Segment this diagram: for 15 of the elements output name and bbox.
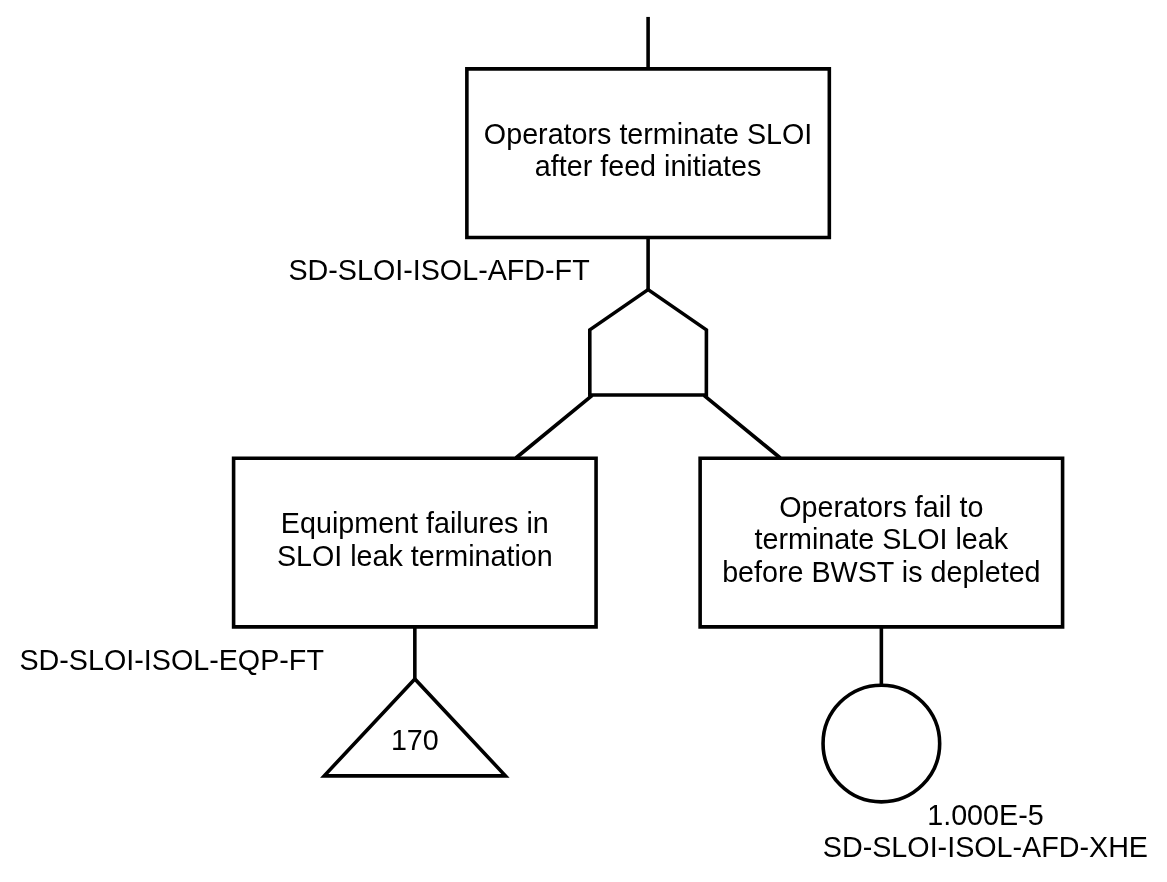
node-label: SD-SLOI-ISOL-EQP-FT	[19, 643, 324, 676]
node-circle	[821, 683, 942, 804]
connector	[879, 626, 884, 685]
connector	[413, 626, 417, 679]
connector	[702, 394, 782, 460]
node-gate	[588, 287, 709, 397]
connector	[646, 16, 650, 69]
connector	[646, 237, 650, 290]
node-label: SD-SLOI-ISOL-AFD-XHE	[822, 831, 1149, 864]
node-box: Operators terminate SLOI after feed initiates	[465, 67, 832, 240]
connector	[514, 394, 594, 460]
node-box: Operators fail to terminate SLOI leak before BWST is depleted	[698, 456, 1065, 629]
node-label: 1.000E-5	[927, 798, 1044, 831]
node-label: SD-SLOI-ISOL-AFD-FT	[288, 254, 590, 287]
node-box: Equipment failures in SLOI leak termination	[231, 456, 598, 629]
